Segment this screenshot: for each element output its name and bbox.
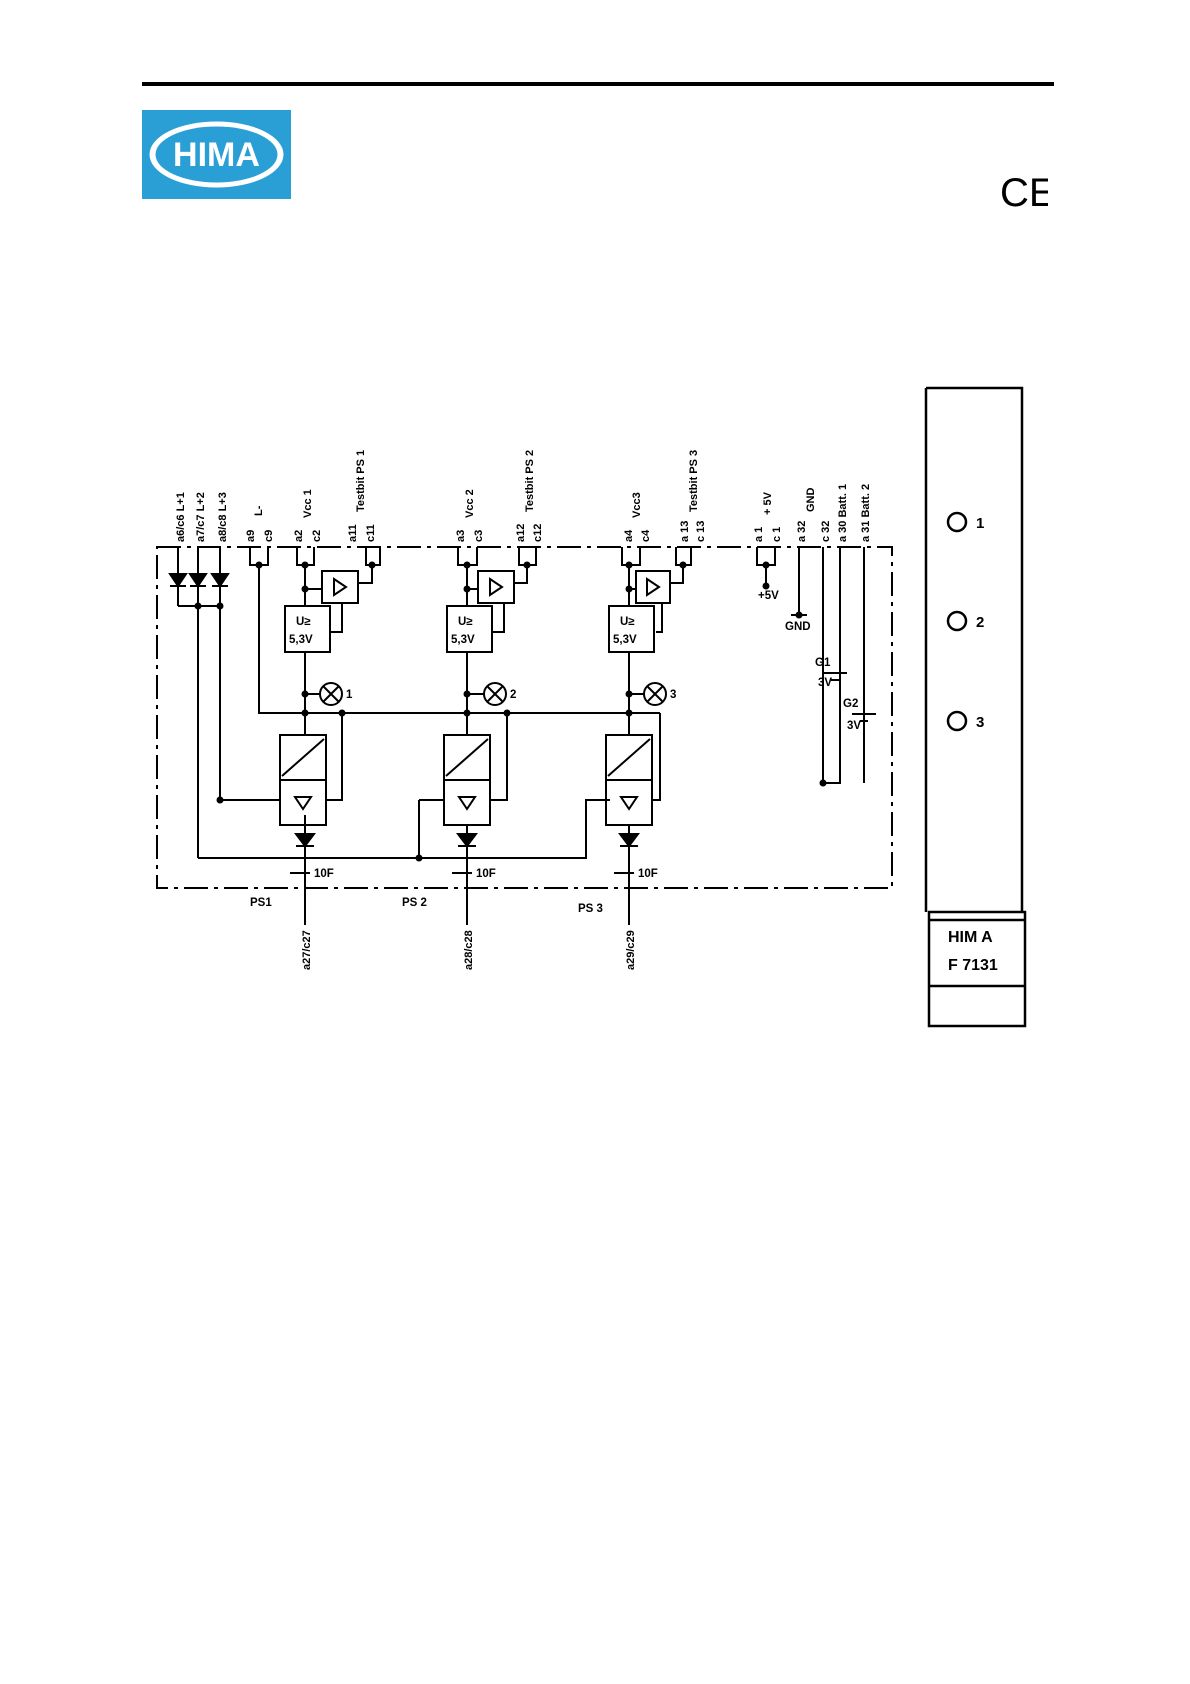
testbit-buffer-2 [477, 570, 515, 604]
g2-voltage: 3V [847, 720, 861, 732]
voltage-monitor-1 [284, 605, 331, 653]
label-testbit-ps1: Testbit PS 1 [355, 450, 367, 512]
ce-mark: CE [1000, 172, 1048, 212]
label-testbit-ps3: Testbit PS 3 [688, 450, 700, 512]
label-c4: c4 [640, 529, 652, 542]
lamp-2-icon [483, 682, 507, 706]
testbit-buffer-3 [635, 570, 671, 604]
label-vcc2: Vcc 2 [464, 489, 476, 518]
u-value-3: 5,3V [613, 634, 637, 646]
label-c13: c 13 [695, 521, 707, 542]
label-c2: c2 [311, 530, 323, 542]
label-lp1: a6/c6 L+1 [175, 492, 187, 542]
label-out-ps2: a28/c28 [463, 930, 475, 970]
g2-label: G2 [843, 698, 858, 710]
label-c12: c12 [532, 524, 544, 542]
label-c3: c3 [473, 530, 485, 542]
led-2-icon [946, 610, 968, 632]
channel-3-lines [614, 547, 692, 925]
label-a12: a12 [515, 524, 527, 542]
voltage-monitor-2 [446, 605, 493, 653]
junction-dots [194, 561, 827, 862]
top-rule [142, 82, 1054, 86]
label-a3: a3 [455, 530, 467, 542]
led-3-label: 3 [976, 714, 984, 731]
label-lminus: L- [253, 505, 265, 516]
fuse-2-label: 10F [476, 868, 496, 880]
label-gnd-pin: GND [805, 488, 817, 513]
led-1-icon [946, 511, 968, 533]
label-a11: a11 [347, 524, 359, 542]
label-c1: c 1 [771, 527, 783, 542]
lamp-1-icon [319, 682, 343, 706]
label-lp2: a7/c7 L+2 [195, 492, 207, 542]
label-a31-batt2: a 31 Batt. 2 [860, 484, 872, 542]
plus5-label: +5V [758, 590, 779, 602]
voltage-monitor-3 [608, 605, 655, 653]
label-a30-batt1: a 30 Batt. 1 [837, 484, 849, 542]
ce-mark-text: CE [1000, 172, 1048, 212]
label-a9: a9 [245, 530, 257, 542]
label-a4: a4 [623, 529, 635, 542]
lamp-3-icon [643, 682, 667, 706]
label-a2: a2 [293, 530, 305, 542]
label-lp3: a8/c8 L+3 [217, 492, 229, 542]
testbit-buffer-1 [321, 570, 359, 604]
label-c11: c11 [365, 524, 377, 542]
led-1-label: 1 [976, 515, 984, 532]
panel-model: F 7131 [948, 957, 998, 974]
lamp-3-label: 3 [670, 689, 676, 701]
u-label-3: U≥ [620, 616, 635, 628]
label-a1: a 1 [753, 527, 765, 542]
lamp-2-label: 2 [510, 689, 516, 701]
fuse-3-label: 10F [638, 868, 658, 880]
ps3-label: PS 3 [578, 903, 603, 915]
ps1-label: PS1 [250, 897, 272, 909]
gnd-label: GND [785, 621, 811, 633]
label-out-ps3: a29/c29 [625, 930, 637, 970]
label-vcc1: Vcc 1 [302, 489, 314, 518]
led-2-label: 2 [976, 614, 984, 631]
g1-voltage: 3V [818, 677, 832, 689]
led-3-icon [946, 710, 968, 732]
front-panel [924, 386, 1027, 1028]
ps2-label: PS 2 [402, 897, 427, 909]
label-c9: c9 [263, 530, 275, 542]
panel-maker: HIM A [948, 929, 993, 946]
label-a32: a 32 [796, 521, 808, 542]
u-value-2: 5,3V [451, 634, 475, 646]
lamp-1-label: 1 [346, 689, 353, 701]
u-label-1: U≥ [296, 616, 311, 628]
u-value-1: 5,3V [289, 634, 313, 646]
hima-logo: HIMA [142, 110, 291, 199]
u-label-2: U≥ [458, 616, 473, 628]
logo-text: HIMA [173, 136, 260, 174]
label-c32: c 32 [820, 521, 832, 542]
label-testbit-ps2: Testbit PS 2 [524, 450, 536, 512]
label-plus5-pin: + 5V [762, 491, 774, 515]
label-out-ps1: a27/c27 [301, 930, 313, 970]
input-diodes [168, 547, 230, 858]
fuse-1-label: 10F [314, 868, 334, 880]
g1-label: G1 [815, 657, 831, 669]
label-vcc3: Vcc3 [631, 492, 643, 518]
label-a13: a 13 [679, 521, 691, 542]
